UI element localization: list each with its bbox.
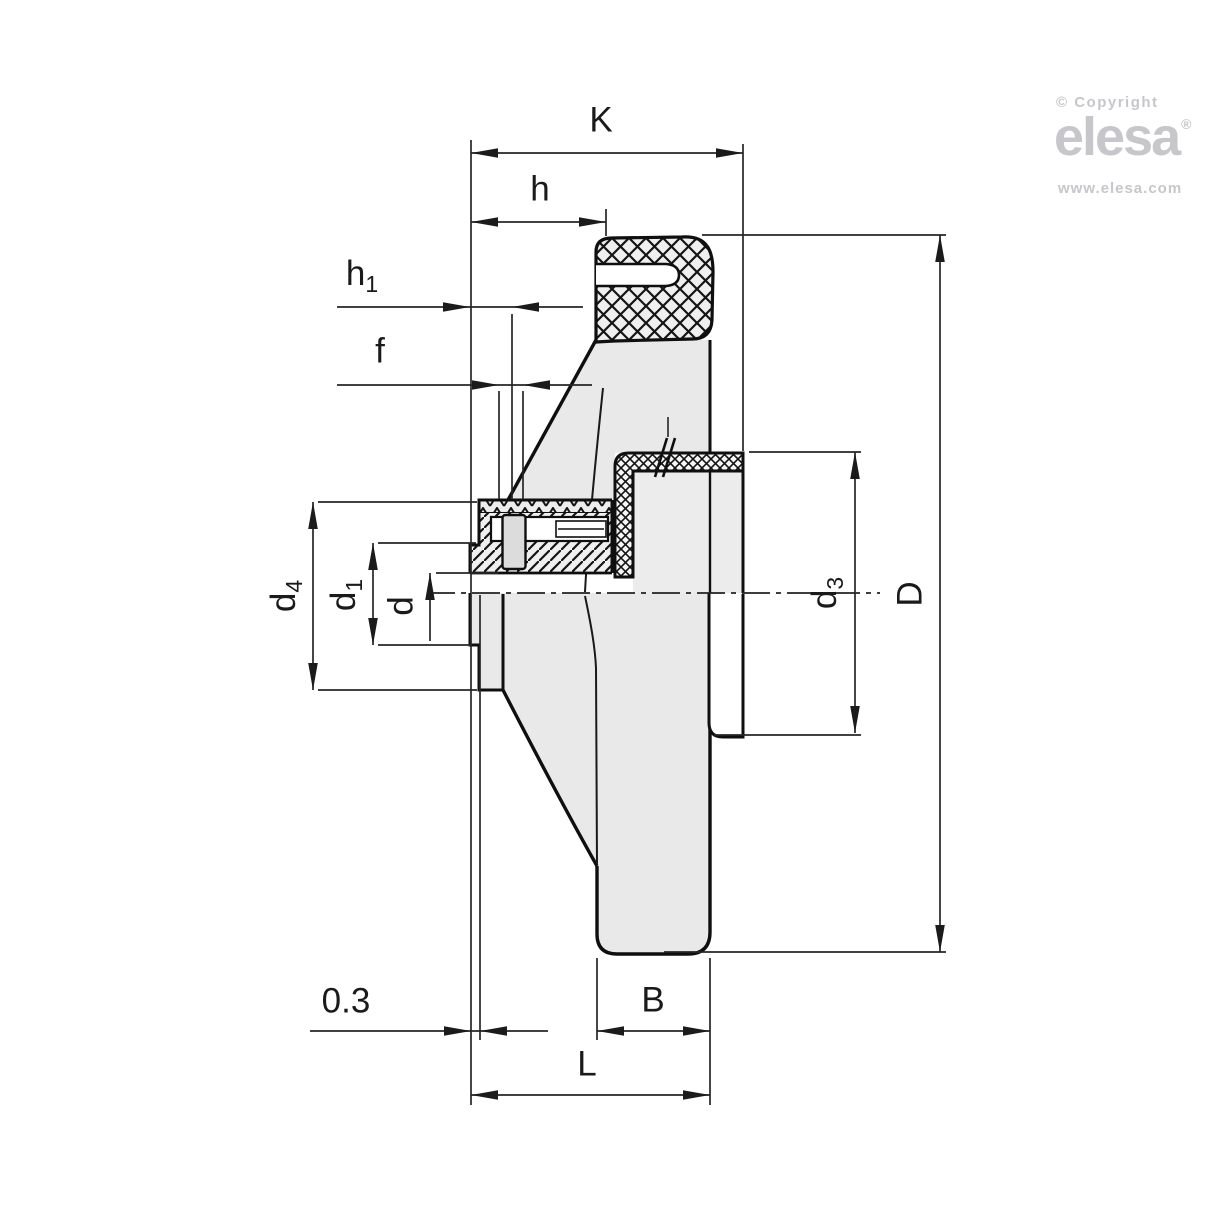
hub-flange-lower — [468, 593, 505, 692]
dim-label-K: K — [589, 100, 613, 140]
rim-groove-slot — [596, 262, 681, 288]
dim-label-d4-base: d — [264, 592, 303, 613]
boss-cap-section — [613, 417, 745, 579]
knurl-mark — [653, 417, 677, 478]
set-screw — [501, 513, 527, 571]
dimension-arrowheads — [308, 148, 945, 1100]
wheel-rim-section — [594, 235, 715, 344]
dim-label-d1-sub: 1 — [341, 578, 367, 592]
dim-label-h1: h1 — [346, 256, 378, 296]
dim-label-d1: d1 — [324, 578, 367, 612]
hub-knurl-band — [479, 500, 612, 513]
dim-label-d4: d4 — [264, 579, 307, 613]
dim-label-h1-base: h — [345, 254, 366, 293]
dim-label-d3: d3 — [805, 576, 848, 610]
dim-label-L: L — [577, 1044, 597, 1084]
wheel-web-lower — [501, 593, 712, 956]
dim-label-d3-sub: 3 — [822, 576, 848, 590]
dim-label-d4-sub: 4 — [281, 579, 307, 593]
elesa-logo-text: elesa — [1054, 107, 1181, 167]
rear-boss-lower — [707, 593, 745, 739]
elesa-logo: elesa® — [1054, 110, 1191, 164]
copyright-text: © Copyright — [1056, 94, 1159, 111]
dim-label-d3-base: d — [805, 589, 844, 610]
dim-label-d: d — [381, 596, 421, 616]
hub-section — [468, 498, 614, 575]
extension-lines — [318, 140, 946, 1105]
website-url: www.elesa.com — [1058, 180, 1183, 197]
dim-label-f: f — [375, 331, 385, 371]
web-contour-line-lower — [584, 595, 598, 865]
dim-label-d1-base: d — [324, 591, 363, 612]
dim-label-gap: 0.3 — [321, 981, 371, 1021]
dim-label-h1-sub: 1 — [365, 271, 379, 297]
registered-mark: ® — [1181, 116, 1192, 132]
rim-bottom-outline — [595, 593, 712, 956]
dim-label-D: D — [890, 581, 930, 607]
rear-boss-upper — [633, 453, 745, 593]
dim-label-B: B — [641, 980, 665, 1020]
dim-label-h: h — [530, 169, 550, 209]
